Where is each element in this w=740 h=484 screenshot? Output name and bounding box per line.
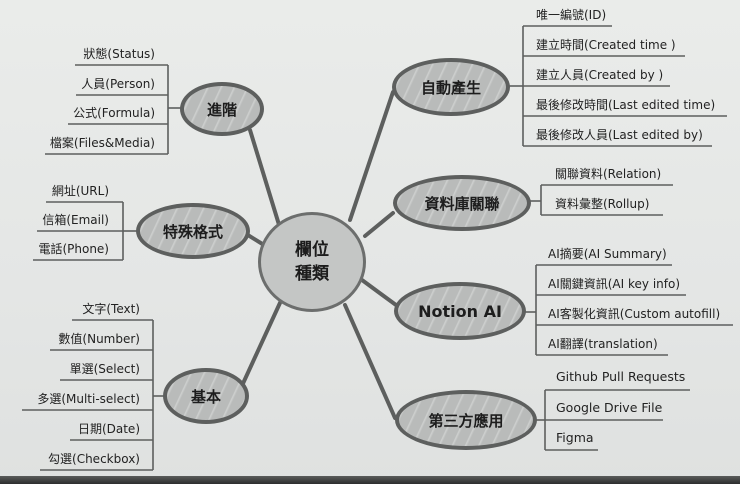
leaf-files-media: 檔案(Files&Media) — [49, 136, 155, 150]
leaf-ai-summary: AI摘要(AI Summary) — [548, 247, 667, 261]
leaf-figma: Figma — [556, 430, 594, 445]
leaf-phone: 電話(Phone) — [38, 242, 109, 256]
leaf-ai-translation: AI翻譯(translation) — [548, 337, 658, 351]
leaf-email: 信箱(Email) — [42, 213, 109, 227]
leaf-ai-custom-autofill: AI客製化資訊(Custom autofill) — [548, 307, 721, 321]
branch-third-party: 第三方應用 — [395, 390, 537, 450]
branch-advanced-label: 進階 — [206, 100, 237, 119]
center-title-line1: 欄位 — [295, 240, 329, 260]
branch-database-relation: 資料庫關聯 — [393, 175, 531, 231]
leaf-url: 網址(URL) — [51, 184, 109, 198]
branch-third-party-label: 第三方應用 — [428, 411, 504, 430]
leaf-person: 人員(Person) — [81, 77, 155, 91]
branch-notion-ai: Notion AI — [394, 282, 526, 340]
branch-basic: 基本 — [163, 368, 249, 424]
leaf-multi-select: 多選(Multi-select) — [37, 392, 140, 406]
leaf-rollup: 資料彙整(Rollup) — [555, 197, 650, 211]
branch-notion-ai-label: Notion AI — [418, 301, 502, 321]
paper-bottom-edge — [0, 476, 740, 484]
leaf-last-edited-by: 最後修改人員(Last edited by) — [536, 128, 703, 142]
branch-auto-generated: 自動產生 — [392, 58, 510, 116]
branch-database-relation-label: 資料庫關聯 — [424, 194, 500, 213]
branch-special-format: 特殊格式 — [136, 203, 250, 259]
leaf-date: 日期(Date) — [77, 422, 140, 436]
leaf-text: 文字(Text) — [82, 302, 140, 316]
leaf-status: 狀態(Status) — [83, 47, 155, 61]
leaf-github-pull-requests: Github Pull Requests — [556, 369, 686, 384]
leaf-last-edited-time: 最後修改時間(Last edited time) — [536, 98, 716, 112]
leaf-id: 唯一編號(ID) — [536, 8, 607, 22]
leaf-ai-key-info: AI關鍵資訊(AI key info) — [548, 277, 681, 291]
leaf-created-time: 建立時間(Created time ) — [536, 38, 676, 52]
branch-advanced: 進階 — [180, 82, 264, 136]
leaf-created-by: 建立人員(Created by ) — [536, 68, 664, 82]
leaf-google-drive-file: Google Drive File — [556, 400, 663, 415]
leaf-checkbox: 勾選(Checkbox) — [48, 452, 140, 466]
leaf-select: 單選(Select) — [69, 362, 140, 376]
center-title-line2: 種類 — [295, 264, 329, 284]
branch-special-format-label: 特殊格式 — [162, 222, 223, 241]
center-node: 欄位 種類 — [258, 212, 366, 312]
leaf-formula: 公式(Formula) — [73, 106, 155, 120]
branch-auto-generated-label: 自動產生 — [420, 78, 481, 97]
branch-basic-label: 基本 — [190, 387, 221, 406]
leaf-relation: 關聯資料(Relation) — [555, 167, 662, 181]
leaf-number: 數值(Number) — [58, 332, 140, 346]
